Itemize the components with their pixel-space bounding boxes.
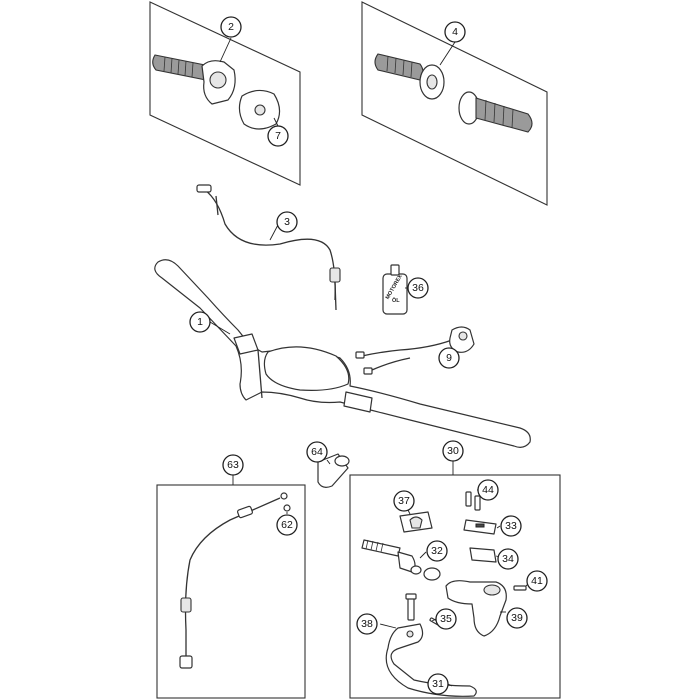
handlebar (154, 259, 531, 448)
grip-set-kit-4 (361, 1, 548, 206)
clutch-lever-31 (385, 623, 477, 697)
callout-7-label: 7 (275, 130, 281, 142)
screw-44b (474, 495, 481, 511)
callout-1-label: 1 (197, 316, 203, 328)
callout-2: 2 (220, 16, 242, 38)
left-grip-texture (386, 55, 413, 78)
plug-end (334, 455, 350, 467)
callout-44-label: 44 (482, 484, 494, 496)
throttle-cable (196, 184, 341, 311)
callout-36: 36 (407, 277, 429, 299)
kit-frame-2 (149, 1, 301, 186)
callout-63: 63 (222, 454, 244, 476)
callout-64: 64 (306, 441, 328, 463)
clutch-cable-line (184, 497, 281, 660)
clutch-lever-kit (349, 461, 561, 699)
diaphragm-34 (469, 547, 497, 563)
callout-1: 1 (189, 311, 211, 333)
callout-7: 7 (267, 125, 289, 147)
cable-nipple (280, 492, 288, 500)
callout-33-label: 33 (505, 520, 517, 532)
crossbar-pad (263, 346, 350, 391)
callout-30: 30 (442, 440, 464, 462)
callout-32-label: 32 (431, 545, 443, 557)
kill-switch-wire (361, 339, 453, 357)
grip-texture (163, 56, 194, 78)
callout-39: 39 (506, 607, 528, 629)
kit-frame-30 (349, 474, 561, 699)
callout-33: 33 (500, 515, 522, 537)
callout-63-label: 63 (227, 459, 239, 471)
callout-30-label: 30 (447, 445, 459, 457)
bottle-neck (390, 264, 400, 276)
callout-41-label: 41 (531, 575, 543, 587)
callout-62-label: 62 (281, 519, 293, 531)
piston-spring-32 (361, 539, 441, 581)
callout-3-label: 3 (284, 216, 290, 228)
callout-38: 38 (356, 613, 378, 635)
left-grip-flange-hub (426, 74, 438, 90)
right-grip-texture (484, 99, 514, 129)
callout-38-label: 38 (361, 618, 373, 630)
callout-2-label: 2 (228, 21, 234, 33)
left-grip (374, 53, 424, 81)
wire-connector-1 (355, 351, 365, 359)
cable-washer (283, 504, 291, 512)
callout-32: 32 (426, 540, 448, 562)
right-grip (475, 97, 533, 133)
callout-64-label: 64 (311, 446, 323, 458)
callout-4-label: 4 (452, 26, 458, 38)
screw-44a (465, 491, 472, 507)
callout-35: 35 (435, 608, 457, 630)
clutch-cable-kit (156, 474, 306, 699)
callout-9-label: 9 (446, 352, 452, 364)
bar-clamp-right (343, 391, 373, 413)
throttle-boss (209, 71, 227, 89)
kill-switch-button (458, 331, 468, 341)
kill-switch (355, 326, 475, 375)
handlebar-tube (154, 259, 531, 448)
cable-end-upper (237, 505, 253, 519)
callout-3: 3 (276, 211, 298, 233)
callout-36-label: 36 (412, 282, 424, 294)
handlebar-plug (317, 453, 350, 488)
callout-34: 34 (497, 548, 519, 570)
grip-set-kit-2 (149, 1, 301, 186)
callout-37-label: 37 (398, 495, 410, 507)
cable-end-top (196, 184, 212, 193)
callout-31-label: 31 (432, 678, 444, 690)
throttle-grip (152, 54, 210, 81)
screw-41 (513, 585, 527, 591)
callout-44: 44 (477, 479, 499, 501)
callout-37: 37 (393, 490, 415, 512)
callout-35-label: 35 (440, 613, 452, 625)
callout-9: 9 (438, 347, 460, 369)
cable-sleeve (180, 597, 192, 613)
callout-62: 62 (276, 514, 298, 536)
wire-connector-2 (363, 367, 373, 375)
callout-41: 41 (526, 570, 548, 592)
cable-adjuster (329, 267, 341, 283)
kit-frame-63 (156, 484, 306, 699)
oil-bottle: MOTOREX ÖL (382, 264, 409, 315)
kit-frame-4 (361, 1, 548, 206)
callout-4: 4 (444, 21, 466, 43)
callout-31: 31 (427, 673, 449, 695)
throttle-cable-line (204, 189, 336, 301)
cover-hole (254, 104, 266, 116)
callout-34-label: 34 (502, 553, 514, 565)
bottle-label-line2: ÖL (392, 297, 400, 304)
cable-end-lower (179, 655, 193, 669)
callout-39-label: 39 (511, 612, 523, 624)
